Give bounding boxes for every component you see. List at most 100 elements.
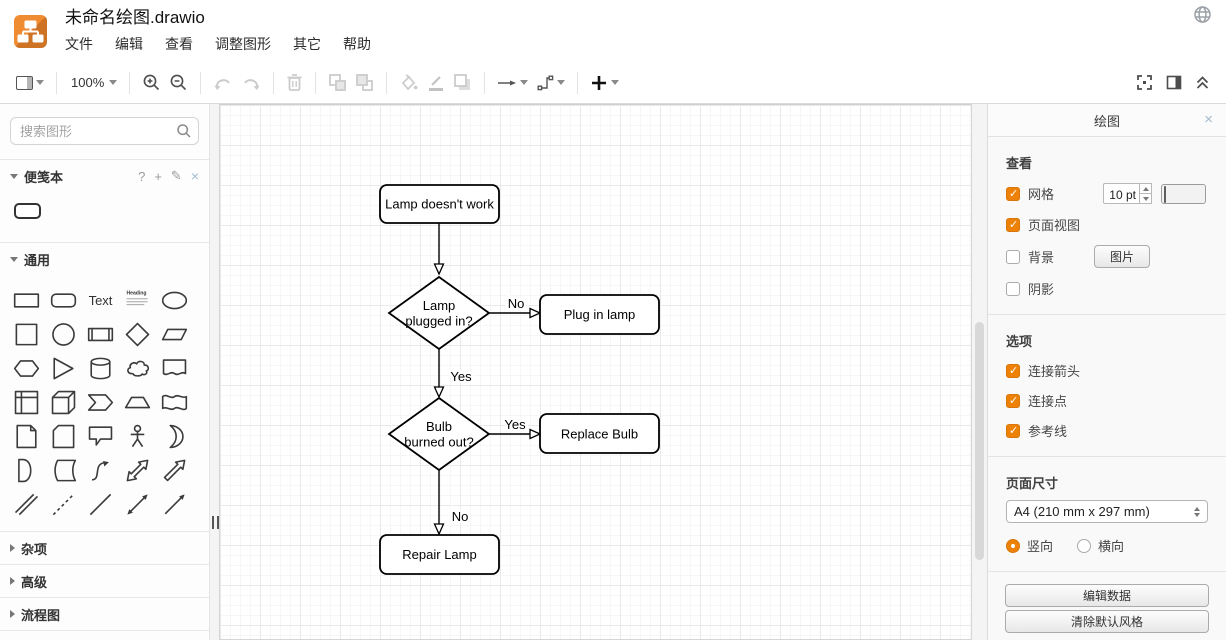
canvas-page[interactable]	[219, 104, 972, 640]
undo-button[interactable]	[209, 69, 237, 97]
vertical-scrollbar-thumb[interactable]	[975, 322, 984, 560]
shape-callout[interactable]	[82, 419, 119, 453]
collapse-toolbar-button[interactable]	[1195, 75, 1210, 90]
scratchpad-header[interactable]: 便笺本 ? + ✎ ×	[0, 160, 209, 192]
scratchpad-shape-rounded-rectangle[interactable]	[14, 203, 41, 219]
menu-file[interactable]: 文件	[65, 35, 93, 52]
drawing-canvas[interactable]: Lamp doesn't work Lamp plugged in? Plug …	[210, 104, 987, 640]
shape-cloud[interactable]	[119, 351, 156, 385]
section-flowchart-header[interactable]: 流程图	[0, 598, 209, 630]
orientation-landscape-radio[interactable]: 横向	[1077, 536, 1124, 555]
flow-node-lamp-plugged-in[interactable]	[387, 275, 491, 351]
line-color-button[interactable]	[423, 69, 449, 97]
shape-diamond[interactable]	[119, 317, 156, 351]
shape-rectangle[interactable]	[8, 283, 45, 317]
shape-cylinder[interactable]	[82, 351, 119, 385]
shadow-checkbox[interactable]	[1006, 281, 1020, 296]
grid-checkbox[interactable]	[1006, 186, 1020, 201]
edit-data-button[interactable]: 编辑数据	[1005, 584, 1209, 607]
menu-help[interactable]: 帮助	[343, 35, 371, 52]
flow-node-lamp-doesnt-work[interactable]	[379, 184, 500, 224]
shape-bidirectional-arrow[interactable]	[119, 453, 156, 487]
scratchpad-close-icon[interactable]: ×	[190, 168, 199, 184]
grid-size-stepper[interactable]	[1140, 183, 1152, 204]
menu-extras[interactable]: 其它	[293, 35, 321, 52]
shape-or[interactable]	[156, 419, 193, 453]
background-checkbox[interactable]	[1006, 249, 1020, 264]
scratchpad-edit-icon[interactable]: ✎	[170, 168, 182, 183]
stepper-down-button[interactable]	[1140, 194, 1152, 204]
shape-dashed-line[interactable]	[45, 487, 82, 521]
shape-link[interactable]	[8, 487, 45, 521]
page-size-select[interactable]: A4 (210 mm x 297 mm)	[1006, 500, 1208, 523]
sidebar-resize-handle[interactable]	[212, 516, 219, 529]
connection-points-checkbox[interactable]	[1006, 393, 1020, 408]
panel-tab-diagram[interactable]: 绘图	[1093, 113, 1120, 129]
fill-color-button[interactable]	[395, 69, 423, 97]
section-advanced-header[interactable]: 高级	[0, 565, 209, 597]
shadow-button[interactable]	[449, 69, 476, 97]
shape-text[interactable]: Text	[88, 292, 113, 308]
menu-edit[interactable]: 编辑	[115, 35, 143, 52]
shape-parallelogram[interactable]	[156, 317, 193, 351]
to-back-button[interactable]	[351, 69, 378, 97]
shape-circle[interactable]	[45, 317, 82, 351]
connection-arrow-dropdown[interactable]	[493, 69, 532, 97]
flow-node-replace-bulb[interactable]	[539, 413, 660, 454]
shape-rounded-rectangle[interactable]	[45, 283, 82, 317]
shape-heading[interactable]: Heading	[119, 283, 156, 317]
shape-arrow[interactable]	[156, 453, 193, 487]
search-shapes-input[interactable]	[10, 117, 199, 145]
orientation-portrait-radio[interactable]: 竖向	[1006, 536, 1053, 555]
to-front-button[interactable]	[324, 69, 351, 97]
shape-and[interactable]	[8, 453, 45, 487]
shape-note[interactable]	[8, 419, 45, 453]
shape-bidirectional-connector[interactable]	[119, 487, 156, 521]
clear-default-style-button[interactable]: 清除默认风格	[1005, 610, 1209, 633]
connection-arrows-checkbox[interactable]	[1006, 363, 1020, 378]
flow-node-repair-lamp[interactable]	[379, 534, 500, 575]
format-panel-toggle-button[interactable]	[1166, 75, 1182, 90]
fullscreen-button[interactable]	[1136, 74, 1153, 91]
zoom-level-dropdown[interactable]: 100%	[65, 69, 121, 97]
language-globe-icon[interactable]	[1193, 5, 1212, 24]
menu-arrange[interactable]: 调整图形	[215, 35, 271, 52]
redo-button[interactable]	[237, 69, 265, 97]
section-misc-header[interactable]: 杂项	[0, 532, 209, 564]
flow-node-bulb-burned-out[interactable]	[387, 396, 491, 472]
shape-step[interactable]	[82, 385, 119, 419]
shape-tape[interactable]	[156, 385, 193, 419]
insert-dropdown[interactable]	[586, 69, 623, 97]
shape-square[interactable]	[8, 317, 45, 351]
grid-size-input[interactable]	[1103, 183, 1140, 204]
scratchpad-help-icon[interactable]: ?	[138, 168, 146, 184]
grid-color-swatch[interactable]	[1161, 183, 1206, 204]
shape-document[interactable]	[156, 351, 193, 385]
page-view-checkbox[interactable]	[1006, 217, 1020, 232]
shape-process[interactable]	[82, 317, 119, 351]
delete-button[interactable]	[282, 69, 307, 97]
shape-curve[interactable]	[82, 453, 119, 487]
shape-data-storage[interactable]	[45, 453, 82, 487]
stepper-up-button[interactable]	[1140, 183, 1152, 194]
scratchpad-add-icon[interactable]: +	[154, 168, 162, 184]
flow-node-plug-in-lamp[interactable]	[539, 294, 660, 335]
section-general-header[interactable]: 通用	[0, 243, 209, 275]
waypoints-dropdown[interactable]	[532, 69, 569, 97]
shape-directional-connector[interactable]	[156, 487, 193, 521]
shape-triangle[interactable]	[45, 351, 82, 385]
panel-close-icon[interactable]: ×	[1204, 111, 1213, 128]
menu-view[interactable]: 查看	[165, 35, 193, 52]
shape-actor[interactable]	[119, 419, 156, 453]
shape-hexagon[interactable]	[8, 351, 45, 385]
shape-card[interactable]	[45, 419, 82, 453]
shape-internal-storage[interactable]	[8, 385, 45, 419]
shape-trapezoid[interactable]	[119, 385, 156, 419]
zoom-in-button[interactable]	[138, 69, 165, 97]
guides-checkbox[interactable]	[1006, 423, 1020, 438]
background-image-button[interactable]: 图片	[1094, 245, 1151, 268]
shape-cube[interactable]	[45, 385, 82, 419]
shape-line[interactable]	[82, 487, 119, 521]
zoom-out-button[interactable]	[165, 69, 192, 97]
shape-ellipse[interactable]	[156, 283, 193, 317]
